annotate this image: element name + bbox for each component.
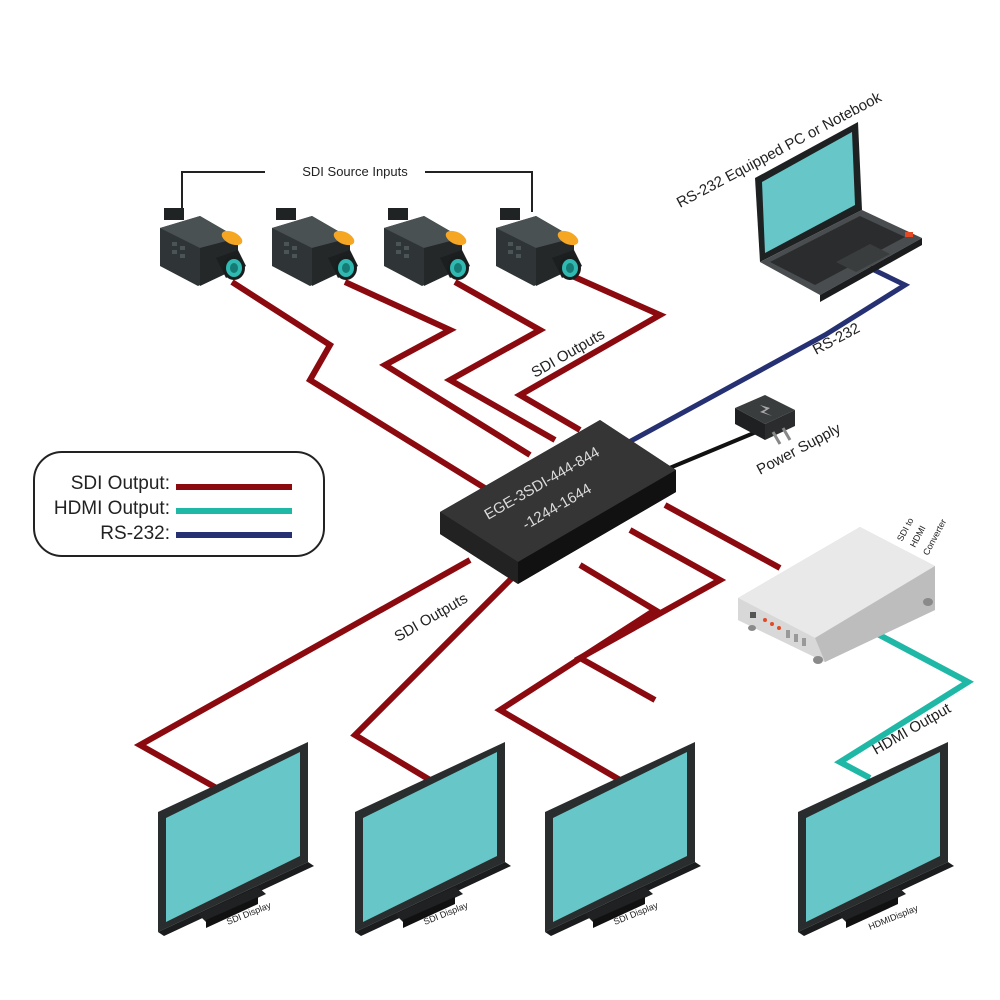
sdi-input-cables — [230, 272, 667, 493]
legend-sdi-label: SDI Output: — [71, 473, 170, 494]
sdi-cable-display-3 — [494, 562, 661, 783]
sdi-to-hdmi-converter — [738, 527, 935, 664]
camera-4-icon — [496, 208, 582, 286]
legend-hdmi-label: HDMI Output: — [54, 498, 170, 519]
sdi-cable-converter — [573, 527, 727, 703]
sdi-source-inputs-bracket-right — [425, 171, 533, 212]
sdi-cable-camera-3 — [443, 279, 557, 443]
sdi-output-cables — [133, 502, 782, 793]
sdi-cable-camera-1 — [230, 279, 490, 493]
sdi-cable-display-2 — [350, 567, 523, 783]
hdmi-display-icon — [798, 742, 954, 936]
sdi-display-3-icon — [545, 742, 701, 936]
sdi-cable-display-1 — [133, 557, 472, 793]
camera-3-icon — [384, 208, 470, 286]
power-supply-icon — [735, 395, 795, 445]
legend-box — [33, 451, 325, 557]
sdi-cable-camera-4 — [514, 272, 667, 433]
sdi-display-2-icon — [355, 742, 511, 936]
converter-label-line3: Converter — [921, 517, 948, 557]
legend: SDI Output: HDMI Output: RS-232: — [33, 451, 325, 557]
laptop-icon — [755, 122, 922, 302]
legend-rs232-label: RS-232: — [100, 523, 170, 544]
sdi-source-inputs-bracket — [181, 171, 265, 212]
sdi-cable-camera-2 — [343, 279, 532, 458]
rs232-cable — [616, 265, 911, 451]
egesdi-switch-device: EGE-3SDI-444-844 -1244-1644 — [440, 420, 676, 584]
camera-2-icon — [272, 208, 358, 286]
sdi-source-inputs-label: SDI Source Inputs — [302, 164, 408, 179]
hdmi-cable — [834, 627, 975, 781]
sdi-cable-to-converter — [663, 502, 782, 571]
camera-1-icon — [160, 208, 246, 286]
